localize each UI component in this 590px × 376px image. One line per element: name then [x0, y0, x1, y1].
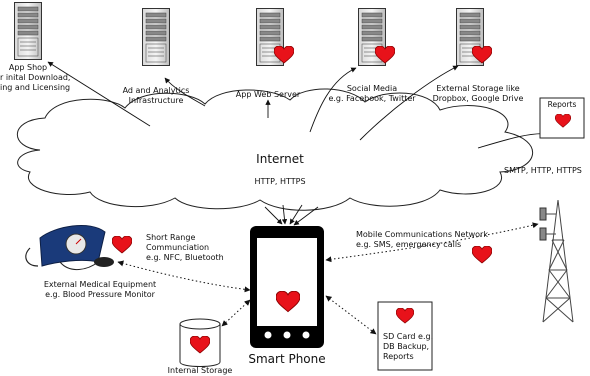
phone-menu-button	[302, 331, 310, 339]
app-shop-server-icon	[14, 2, 42, 60]
phone-home-button	[283, 331, 291, 339]
sd-card-link	[325, 295, 377, 335]
phone-back-button	[264, 331, 272, 339]
internet-cloud	[16, 88, 534, 211]
phone-screen	[257, 238, 317, 326]
internet-title: Internet	[256, 152, 304, 166]
cell-tower-icon	[539, 199, 574, 323]
arrow-cloud-phone-4	[293, 206, 319, 226]
medical-heart-icon	[112, 236, 132, 254]
arrow-cloud-phone-3	[289, 204, 303, 225]
ad-analytics-server-icon	[142, 8, 170, 66]
arrow-to-external-storage	[359, 65, 459, 141]
ad-analytics-label: Ad and Analytics Infrastructure	[122, 86, 190, 105]
arrow-to-app-shop	[47, 61, 151, 127]
social-media-label: Social Media e.g. Facebook, Twitter	[328, 84, 416, 103]
medical-label: External Medical Equipment e.g. Blood Pr…	[43, 280, 157, 299]
internal-storage-link	[221, 299, 251, 327]
reports-link-label: SMTP, HTTP, HTTPS	[504, 166, 582, 175]
app-web-server-label: App Web Server	[235, 90, 301, 99]
arrow-to-social-media	[309, 67, 357, 133]
short-range-label: Short Range Communciation e.g. NFC, Blue…	[146, 233, 224, 262]
reports-title: Reports	[547, 100, 577, 109]
medical-link	[117, 260, 251, 293]
external-storage-label: External Storage like Dropbox, Google Dr…	[432, 84, 524, 103]
sd-card-label: SD Card e.g. DB Backup, Reports	[383, 332, 434, 361]
arrow-to-ad-analytics	[164, 77, 206, 107]
reports-document	[539, 97, 585, 139]
app-shop-label: App Shop r inital Download, ing and Lice…	[0, 63, 71, 92]
phone-label: Smart Phone	[248, 352, 326, 366]
mobile-network-link	[325, 222, 539, 263]
internal-storage-label: Internal Storage	[167, 366, 233, 375]
mobile-network-label: Mobile Communications Network e.g. SMS, …	[356, 230, 488, 249]
arrow-cloud-phone-2	[281, 204, 288, 225]
arrow-cloud-phone-1	[264, 206, 283, 225]
blood-pressure-monitor-icon	[25, 225, 114, 270]
internet-protocols: HTTP, HTTPS	[254, 177, 306, 186]
